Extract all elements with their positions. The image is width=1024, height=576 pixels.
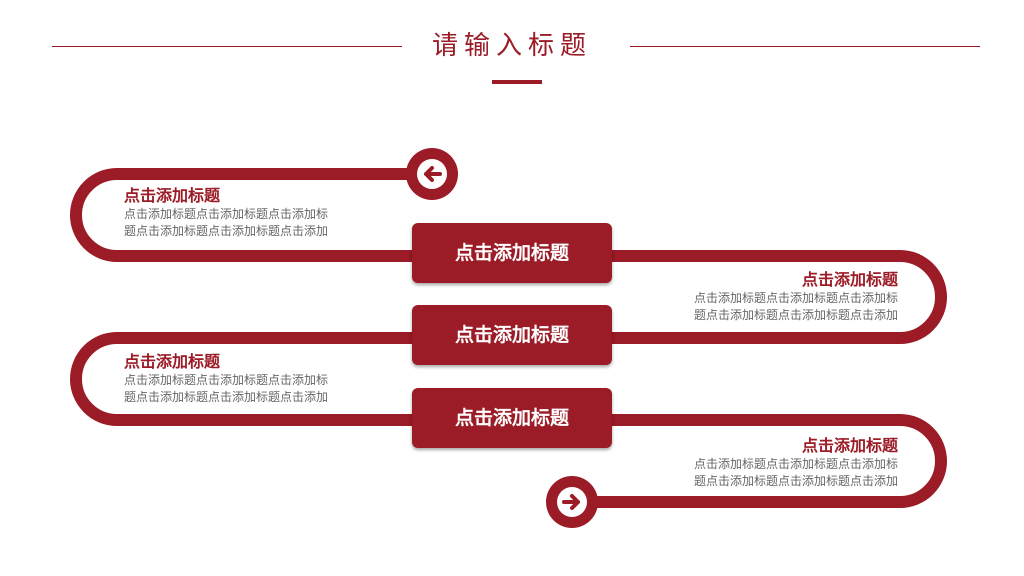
start-arrow-badge (406, 148, 458, 200)
text-block-line: 题点击添加标题点击添加标题点击添加 (124, 390, 329, 404)
text-block-line: 点击添加标题点击添加标题点击添加标 (693, 457, 898, 471)
text-block-heading: 点击添加标题 (124, 186, 221, 205)
text-block-3: 点击添加标题 点击添加标题点击添加标题点击添加标 题点击添加标题点击添加标题点击… (124, 352, 374, 406)
start-arrow-inner (417, 159, 447, 189)
arrow-left-icon (424, 166, 442, 182)
step-box-3[interactable]: 点击添加标题 (412, 388, 612, 448)
text-block-4: 点击添加标题 点击添加标题点击添加标题点击添加标 题点击添加标题点击添加标题点击… (648, 436, 898, 490)
text-block-heading: 点击添加标题 (801, 436, 898, 455)
step-box-2[interactable]: 点击添加标题 (412, 305, 612, 365)
text-block-line: 点击添加标题点击添加标题点击添加标 (124, 207, 329, 221)
end-arrow-inner (557, 487, 587, 517)
text-block-1: 点击添加标题 点击添加标题点击添加标题点击添加标 题点击添加标题点击添加标题点击… (124, 186, 374, 240)
title-rule-left (52, 46, 402, 47)
text-block-line: 题点击添加标题点击添加标题点击添加 (693, 308, 898, 322)
arrow-right-icon (562, 494, 580, 510)
title-underline-bar (492, 80, 542, 84)
text-block-line: 点击添加标题点击添加标题点击添加标 (693, 291, 898, 305)
end-arrow-badge (546, 476, 598, 528)
text-block-2: 点击添加标题 点击添加标题点击添加标题点击添加标 题点击添加标题点击添加标题点击… (648, 270, 898, 324)
text-block-heading: 点击添加标题 (124, 352, 221, 371)
step-box-1[interactable]: 点击添加标题 (412, 223, 612, 283)
page-title: 请输入标题 (431, 31, 592, 61)
title-rule-right (630, 46, 980, 47)
text-block-line: 题点击添加标题点击添加标题点击添加 (124, 224, 329, 238)
text-block-line: 点击添加标题点击添加标题点击添加标 (124, 373, 329, 387)
text-block-heading: 点击添加标题 (801, 270, 898, 289)
text-block-line: 题点击添加标题点击添加标题点击添加 (693, 474, 898, 488)
